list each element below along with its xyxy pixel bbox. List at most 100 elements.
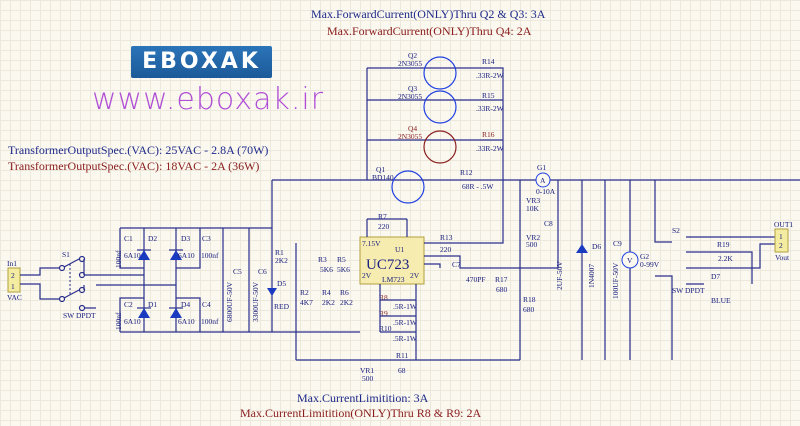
component-label: 100nf — [114, 250, 123, 268]
component-label: VR1 — [360, 366, 374, 375]
component-label: R5 — [337, 255, 346, 264]
component-label: C2 — [124, 300, 133, 309]
component-label: 4K7 — [300, 298, 313, 307]
component-label: C7 — [452, 260, 461, 269]
component-label: 6A10 — [178, 317, 195, 326]
component-label: 6800UF-50V — [225, 281, 234, 322]
component-label: C9 — [613, 239, 622, 248]
component-label: 2V — [362, 271, 372, 280]
component-label: U1 — [395, 245, 404, 254]
output-section: R13 220 C7 470PF R17 680 R18 680 VR3 10K… — [440, 163, 793, 360]
component-label: 68R - .5W — [462, 182, 494, 191]
component-label: D7 — [711, 272, 720, 281]
component-label: V — [627, 256, 633, 265]
component-label: 1 — [779, 232, 783, 241]
component-label: 10K — [526, 204, 540, 213]
bridge-rectifier: C1 D2 6A10 D3 6A10 C3 100nf C2 D1 6A10 D… — [114, 227, 272, 333]
component-label: BLUE — [711, 296, 731, 305]
component-label: 2UF-50V — [555, 261, 564, 290]
component-label: Q4 — [408, 124, 417, 133]
component-label: 2N3055 — [398, 132, 422, 141]
filter-caps: C5 C6 6800UF-50V 3300UF-50V — [222, 228, 267, 332]
component-label: R16 — [482, 130, 495, 139]
component-label: R1 — [275, 248, 284, 257]
component-label: Q3 — [408, 84, 417, 93]
component-label: C5 — [233, 267, 242, 276]
component-label: R4 — [322, 288, 331, 297]
note-transformer-25vac: TransformerOutputSpec.(VAC): 25VAC - 2.8… — [8, 143, 269, 157]
ic-u1-uc723: U1 UC723 7.15V 2V 2V LM723 R7 220 R3 5K6… — [300, 180, 520, 383]
component-label: 3300UF-50V — [251, 281, 260, 322]
component-label: R7 — [378, 212, 387, 221]
component-label: D1 — [148, 300, 157, 309]
component-label: 100UF-50V — [611, 262, 620, 299]
component-label: 0-10A — [536, 187, 556, 196]
component-label: R18 — [523, 295, 536, 304]
component-label: .5R-1W — [393, 318, 418, 327]
eboxak-logo: EBOXAK — [131, 46, 272, 78]
component-label: .33R-2W — [476, 104, 505, 113]
component-label: 470PF — [466, 275, 486, 284]
component-label: VR2 — [526, 233, 540, 242]
note-max-current-limitation: Max.CurrentLimitition: 3A — [297, 391, 429, 405]
component-label: R6 — [340, 288, 349, 297]
component-label: G2 — [640, 252, 649, 261]
component-label: 6A10 — [124, 251, 141, 260]
component-label: R10 — [379, 324, 392, 333]
component-label: 2N3055 — [398, 59, 422, 68]
component-label: .5R-1W — [393, 334, 418, 343]
component-label: 7.15V — [362, 239, 381, 248]
component-label: 2N3055 — [398, 92, 422, 101]
component-label: 680 — [523, 305, 535, 314]
component-label: R8 — [379, 293, 388, 302]
component-label: 5K6 — [320, 265, 333, 274]
component-label: 6A10 — [178, 251, 195, 260]
in1-pin-1: 1 — [11, 282, 15, 291]
component-label: 100nf — [114, 312, 123, 330]
component-label: VR3 — [526, 196, 540, 205]
component-label: R9 — [379, 309, 388, 318]
component-label: 2V — [410, 271, 420, 280]
component-label: 2.2K — [718, 254, 733, 263]
component-label: 2 — [779, 241, 783, 250]
component-label: D3 — [181, 234, 190, 243]
note-max-forward-q4: Max.ForwardCurrent(ONLY)Thru Q4: 2A — [327, 24, 532, 38]
component-label: 220 — [440, 245, 452, 254]
component-label: R14 — [482, 57, 495, 66]
component-label: .33R-2W — [476, 71, 505, 80]
component-label: 100nf — [201, 317, 219, 326]
component-label: .33R-2W — [476, 144, 505, 153]
component-label: C3 — [202, 234, 211, 243]
component-label: R11 — [396, 351, 408, 360]
component-label: R3 — [318, 255, 327, 264]
component-label: 220 — [378, 222, 390, 231]
component-label: C6 — [258, 267, 267, 276]
component-label: Q1 — [376, 165, 385, 174]
s1-type: SW DPDT — [63, 311, 96, 320]
component-label: 5K6 — [337, 265, 350, 274]
component-label: 100nf — [201, 251, 219, 260]
component-label: R15 — [482, 91, 495, 100]
component-label: 500 — [362, 374, 374, 383]
component-label: A — [540, 176, 546, 185]
component-label: C1 — [124, 234, 133, 243]
connector-in1: 2 1 In1 VAC — [7, 259, 22, 302]
in1-ref: In1 — [7, 259, 17, 268]
in1-label: VAC — [7, 293, 22, 302]
component-label: Vout — [775, 253, 790, 262]
switch-s1[interactable]: S1 SW DPDT — [20, 250, 176, 320]
component-label: R19 — [717, 240, 730, 249]
component-label: S2 — [672, 226, 680, 235]
note-transformer-18vac: TransformerOutputSpec.(VAC): 18VAC - 2A … — [8, 159, 260, 173]
component-label: R2 — [300, 288, 309, 297]
component-label: D2 — [148, 234, 157, 243]
component-label: 0-99V — [640, 260, 660, 269]
s1-ref: S1 — [62, 250, 70, 259]
component-label: BD140 — [372, 173, 394, 182]
component-label: G1 — [537, 163, 546, 172]
component-label: R12 — [460, 168, 473, 177]
component-label: C8 — [544, 219, 553, 228]
note-max-current-limitation-r8-r9: Max.CurrentLimitition(ONLY)Thru R8 & R9:… — [240, 406, 482, 420]
component-label: .5R-1W — [393, 302, 418, 311]
